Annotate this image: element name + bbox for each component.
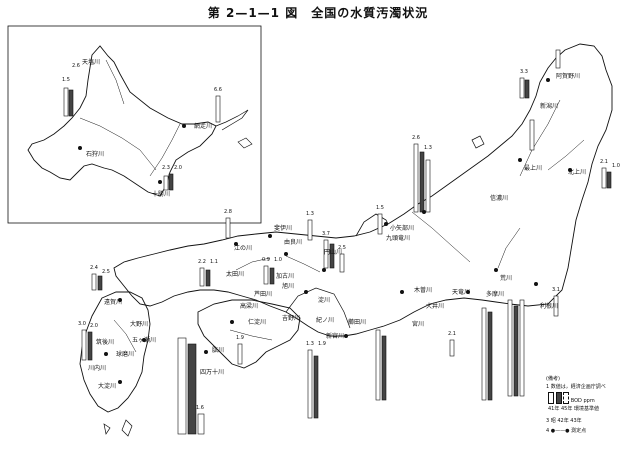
label-niyodo: 仁淀川 <box>248 319 267 326</box>
legend-note-4: 4 ●——● 測定点 <box>546 428 587 434</box>
label-kinokawa: 紀ノ川 <box>316 317 335 324</box>
label-takahashi: 高梁川 <box>240 303 259 310</box>
label-kushida: 櫛田川 <box>348 319 367 326</box>
label-onga: 遠賀川 <box>104 299 123 306</box>
value-sendai: 1.6 <box>196 405 204 411</box>
value-shinano-2: 1.3 <box>424 145 432 151</box>
label-oyodo: 大淀川 <box>98 383 117 390</box>
label-abashiri: 網走川 <box>194 123 213 130</box>
value-oyabe: 1.5 <box>376 205 384 211</box>
value-tenryu: 3.1 <box>552 287 560 293</box>
shikoku-outline <box>197 299 301 369</box>
value-teshio-2: 2.6 <box>72 63 80 69</box>
label-sendai: 川内川 <box>88 365 107 372</box>
label-kako: 加古川 <box>276 273 295 280</box>
legend-swatch-45 <box>555 392 562 404</box>
map-legend: (備考) 1 数値は，経済企画庁調べ BOD ppm 41年 45年 環境基準値… <box>546 376 634 448</box>
value-onga-2: 2.5 <box>102 269 110 275</box>
value-yura-1: 0.9 <box>262 257 270 263</box>
legend-swatch-standard <box>563 392 570 404</box>
label-tone: 利根川 <box>540 303 559 310</box>
value-maruyama: 2.5 <box>338 245 346 251</box>
kyushu-outline <box>79 291 151 413</box>
legend-label-41: 41年 <box>548 406 560 412</box>
label-kuma: 球磨川 <box>116 351 135 358</box>
hokkaido-outline <box>27 45 217 197</box>
label-kitakami: 北上川 <box>568 169 587 176</box>
value-shinano-1: 2.6 <box>412 135 420 141</box>
value-kitakami-1: 2.1 <box>600 159 608 165</box>
label-oi: 大井川 <box>426 303 445 310</box>
legend-label-standard: 環境基準値 <box>573 406 599 412</box>
label-mogami: 最上川 <box>524 165 543 172</box>
label-tenryu: 天竜川 <box>452 289 471 296</box>
legend-note-1: 1 数値は，経済企画庁調べ <box>546 384 606 390</box>
label-gono: 江の川 <box>234 245 253 252</box>
value-kiso: 2.1 <box>448 331 456 337</box>
legend-label-45: 45年 <box>560 406 573 412</box>
label-tokachi: 十勝川 <box>152 191 171 198</box>
label-ara: 荒川 <box>500 275 513 282</box>
label-yura: 由良川 <box>284 239 303 246</box>
value-kuzuryu: 1.3 <box>306 211 314 217</box>
label-ishikari: 石狩川 <box>86 151 105 158</box>
bar-groups <box>63 49 612 435</box>
value-ota-2: 1.1 <box>210 259 218 265</box>
label-kuzuryu: 九頭竜川 <box>386 235 411 242</box>
value-tokachi-1: 2.3 <box>162 165 170 171</box>
label-shinano: 信濃川 <box>490 195 509 202</box>
label-hii: 斐伊川 <box>274 225 293 232</box>
value-agano: 3.3 <box>520 69 528 75</box>
label-gokase: 五ヶ瀬川 <box>132 337 157 344</box>
value-abashiri: 6.6 <box>214 87 222 93</box>
value-shingu-1: 1.3 <box>306 341 314 347</box>
legend-note-3: 3 昭 42年 43年 <box>546 418 582 424</box>
legend-swatch-labels: 41年 45年 環境基準値 <box>548 406 599 412</box>
map-title: 第 2—1—1 図 全国の水質汚濁状況 <box>207 6 429 20</box>
label-kiso: 木曽川 <box>414 287 433 294</box>
label-ota: 太田川 <box>226 271 245 278</box>
value-shingu-2: 1.9 <box>318 341 326 347</box>
label-teshio: 天塩川 <box>82 59 101 66</box>
label-ono: 大野川 <box>130 321 149 328</box>
value-tokachi-2: 2.0 <box>174 165 182 171</box>
legend-swatch-41 <box>548 392 554 404</box>
label-agano: 阿賀野川 <box>556 73 581 80</box>
label-hiji: 肱川 <box>212 347 225 354</box>
value-teshio-1: 1.5 <box>62 77 70 83</box>
value-yura-2: 1.0 <box>274 257 282 263</box>
label-yodo: 淀川 <box>318 297 331 304</box>
value-chikugo-2: 2.0 <box>90 323 98 329</box>
legend-unit: BOD ppm <box>570 398 595 404</box>
river-lines <box>79 59 585 353</box>
label-miya: 宮川 <box>412 321 425 328</box>
label-niigata: 新潟川 <box>540 103 559 110</box>
label-shingu: 新宮川 <box>326 333 345 340</box>
value-onga-1: 2.4 <box>90 265 98 271</box>
label-ashida: 芦田川 <box>254 291 273 298</box>
legend-title: (備考) <box>546 376 560 382</box>
label-oyabe: 小矢部川 <box>390 225 415 232</box>
legend-swatches: BOD ppm <box>548 392 595 404</box>
value-yoshino: 1.9 <box>236 335 244 341</box>
honshu-outline <box>113 43 613 337</box>
value-kitakami-2: 1.0 <box>612 163 620 169</box>
label-chikugo: 筑後川 <box>96 339 115 346</box>
hokkaido-inset-frame <box>7 25 262 224</box>
value-takahashi: 2.8 <box>224 209 232 215</box>
label-asahi: 旭川 <box>282 283 295 290</box>
value-ota-1: 2.2 <box>198 259 206 265</box>
label-shimanto: 四万十川 <box>200 369 225 376</box>
value-yodo: 3.7 <box>322 231 330 237</box>
measuring-points <box>78 78 572 384</box>
label-maruyama: 円山川 <box>324 249 343 256</box>
label-tama: 多摩川 <box>486 291 505 298</box>
value-chikugo-1: 3.0 <box>78 321 86 327</box>
label-yoshino: 吉野川 <box>282 315 301 322</box>
